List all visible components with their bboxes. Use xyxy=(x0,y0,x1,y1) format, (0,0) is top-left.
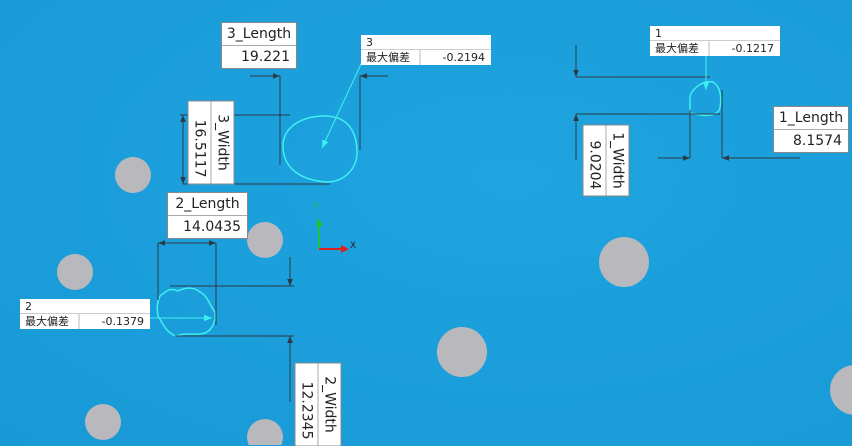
deviation-label: 最大偏差 xyxy=(650,41,710,56)
dimension-name: 1_Length xyxy=(774,107,848,130)
hole xyxy=(830,365,852,415)
dimension-label-1-length[interactable]: 1_Length 8.1574 xyxy=(773,106,849,153)
dimension-value: 9.0204 xyxy=(586,140,603,189)
dimension-label-2-width[interactable]: 2_Width 12.2345 xyxy=(294,362,342,446)
leader-lines xyxy=(150,55,710,322)
contour-1 xyxy=(689,80,722,117)
hole xyxy=(599,237,649,287)
deviation-label-3[interactable]: 3 最大偏差 -0.2194 xyxy=(361,35,491,65)
dimension-label-3-width[interactable]: 3_Width 16.5117 xyxy=(187,100,234,184)
dimension-name: 2_Width xyxy=(318,363,341,445)
deviation-value: -0.1379 xyxy=(101,315,144,328)
dimension-label-2-length[interactable]: 2_Length 14.0435 xyxy=(167,192,248,239)
dimension-name: 3_Width xyxy=(210,101,233,183)
dimension-name: 3_Length xyxy=(222,23,296,46)
dimension-label-1-width[interactable]: 1_Width 9.0204 xyxy=(582,124,629,196)
hole xyxy=(247,222,283,258)
dimension-name: 1_Width xyxy=(605,125,628,195)
hole xyxy=(57,254,93,290)
dimension-value: 12.2345 xyxy=(298,381,315,439)
deviation-value: -0.2194 xyxy=(442,51,485,64)
dimension-value: 16.5117 xyxy=(191,119,208,177)
dimension-lines xyxy=(157,45,800,402)
holes xyxy=(57,157,852,445)
dimension-value: 14.0435 xyxy=(183,218,241,235)
dimension-value: 8.1574 xyxy=(793,132,842,149)
axis-triad xyxy=(315,218,349,253)
hole xyxy=(115,157,151,193)
dimension-label-3-length[interactable]: 3_Length 19.221 xyxy=(221,22,297,69)
deviation-label-1[interactable]: 1 最大偏差 -0.1217 xyxy=(650,26,780,56)
dimension-value: 19.221 xyxy=(241,48,290,65)
hole xyxy=(437,327,487,377)
contour-3 xyxy=(282,115,358,183)
deviation-id: 1 xyxy=(650,26,780,41)
contour-2 xyxy=(156,287,216,337)
deviation-value: -0.1217 xyxy=(731,42,774,55)
hole xyxy=(85,404,121,440)
deviation-label: 最大偏差 xyxy=(20,314,80,329)
deviation-label-2[interactable]: 2 最大偏差 -0.1379 xyxy=(20,299,150,329)
hole xyxy=(247,419,283,445)
deviation-label: 最大偏差 xyxy=(361,50,421,65)
y-axis-label: Y xyxy=(313,202,319,212)
deviation-id: 3 xyxy=(361,35,491,50)
deviation-id: 2 xyxy=(20,299,150,314)
dimension-name: 2_Length xyxy=(168,193,247,216)
x-axis-label: X xyxy=(350,241,357,251)
